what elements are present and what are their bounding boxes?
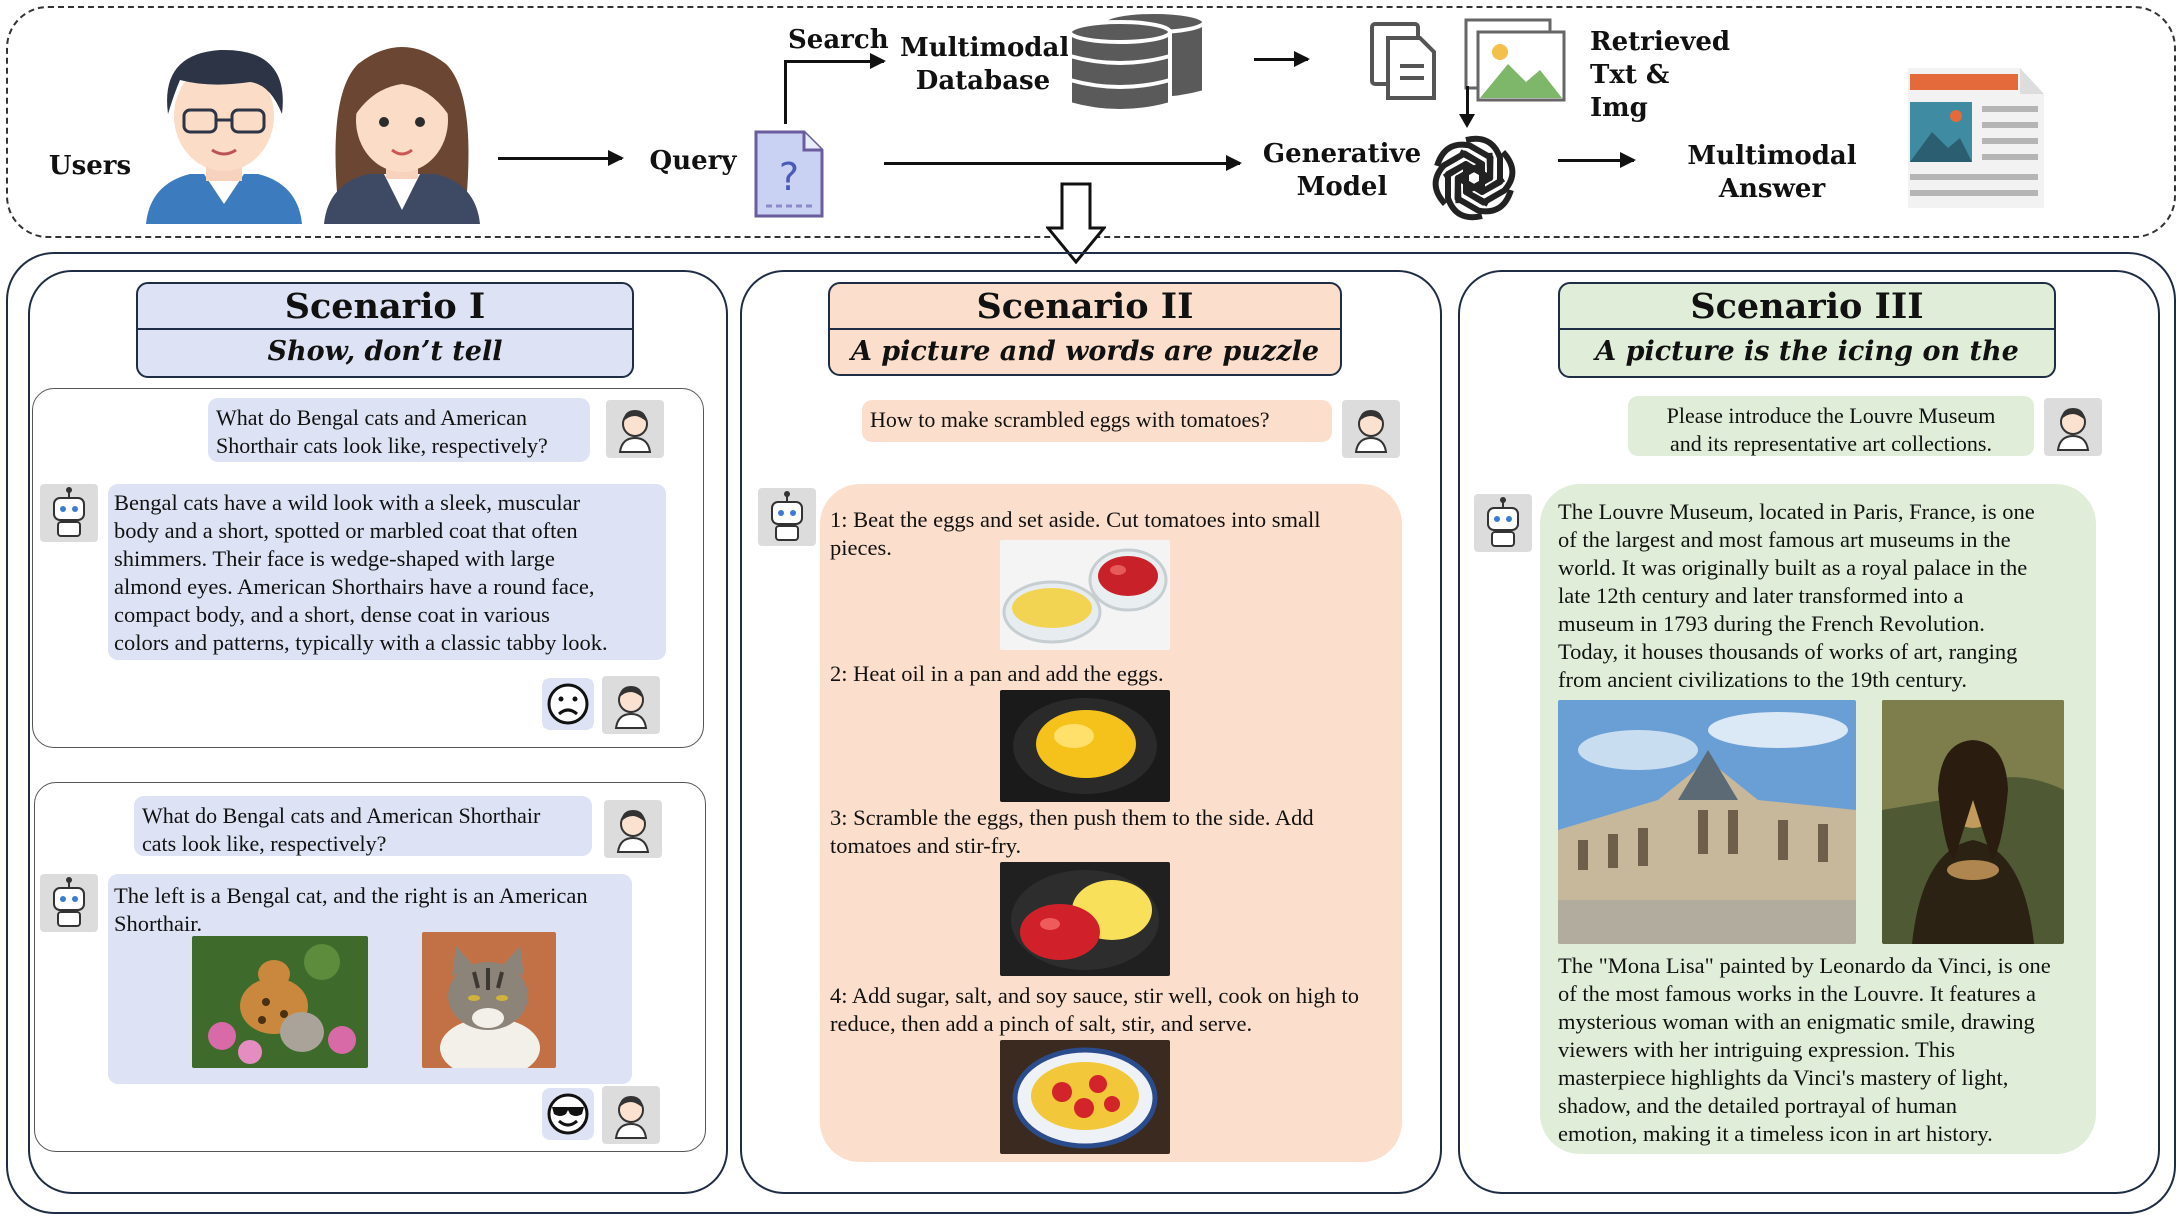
article-icon: [1902, 58, 2050, 214]
answer-label: Multimodal Answer: [1687, 141, 1857, 204]
scenario3-subtitle: A picture is the icing on the cake: [1595, 336, 2019, 367]
user-avatar: [604, 800, 662, 858]
users-label: Users: [48, 151, 132, 181]
scenario1-subtitle: Show, don’t tell: [267, 336, 503, 367]
users-to-query-arrow: [498, 150, 624, 166]
scenarios-container: [6, 252, 2176, 1214]
cool-face-icon: [542, 1088, 594, 1140]
recipe-step-3: 3: Scramble the eggs, then push them to …: [830, 805, 1314, 858]
user-avatar: [602, 1086, 660, 1144]
bengal-cat-photo: [192, 936, 368, 1068]
search-label: Search: [788, 25, 889, 55]
user-avatar-male-icon: [140, 34, 308, 224]
user-avatar-female-icon: [318, 34, 486, 224]
database-label: Multimodal Database: [900, 33, 1070, 96]
user-avatar: [602, 676, 660, 734]
robot-icon: [1474, 494, 1532, 552]
query-to-model-arrow: [884, 155, 1242, 171]
query-document-icon: ?: [752, 128, 826, 220]
scenario1-title: Scenario I: [138, 284, 632, 330]
step3-stir-fry-photo: [1000, 862, 1170, 976]
image-icon: [1464, 18, 1566, 102]
scenario3-answer-louvre: The Louvre Museum, located in Paris, Fra…: [1558, 499, 2035, 692]
openai-logo-icon: [1426, 130, 1522, 226]
sad-face-icon: [542, 678, 594, 730]
robot-icon: [40, 484, 98, 542]
scenario3-question: Please introduce the Louvre Museum and i…: [1628, 396, 2034, 456]
scenario1-question2: What do Bengal cats and American Shortha…: [134, 796, 592, 856]
recipe-step-1: 1: Beat the eggs and set aside. Cut toma…: [830, 507, 1321, 560]
pipeline-to-scenarios-arrow: [1044, 182, 1108, 265]
scenario1-answer1: Bengal cats have a wild look with a slee…: [108, 484, 666, 660]
retrieved-to-model-arrow: [1466, 86, 1469, 118]
database-icon: [1068, 10, 1206, 114]
scenario1-answer2: The left is a Bengal cat, and the right …: [114, 883, 588, 936]
scenario2-question: How to make scrambled eggs with tomatoes…: [862, 400, 1332, 442]
step1-beaten-eggs-photo: [1000, 540, 1170, 650]
scenario1-title-box: Scenario I Show, don’t tell: [136, 282, 634, 378]
retrieved-to-model-arrowhead: [1459, 114, 1475, 128]
scenario3-title-box: Scenario III A picture is the icing on t…: [1558, 282, 2056, 378]
query-label: Query: [649, 146, 737, 176]
mona-lisa-photo: [1882, 700, 2064, 944]
svg-text:?: ?: [779, 155, 799, 199]
scenario2-title: Scenario II: [830, 284, 1340, 330]
model-label: Generative Model: [1262, 139, 1422, 202]
search-branch-line: [784, 60, 787, 124]
text-document-icon: [1368, 20, 1440, 102]
louvre-museum-photo: [1558, 700, 1856, 944]
scenario3-title: Scenario III: [1560, 284, 2054, 330]
database-to-retrieved-arrow: [1254, 51, 1310, 67]
model-to-answer-arrow: [1558, 152, 1636, 168]
robot-icon: [40, 874, 98, 932]
recipe-step-4: 4: Add sugar, salt, and soy sauce, stir …: [830, 983, 1360, 1036]
robot-icon: [758, 488, 816, 546]
step2-eggs-in-pan-photo: [1000, 690, 1170, 802]
retrieved-label: Retrieved Txt & Img: [1590, 27, 1731, 123]
american-shorthair-photo: [422, 932, 556, 1068]
scenario2-subtitle: A picture and words are puzzle pieces: [850, 336, 1320, 367]
scenario2-title-box: Scenario II A picture and words are puzz…: [828, 282, 1342, 376]
user-avatar: [606, 400, 664, 458]
scenario1-question1: What do Bengal cats and American Shortha…: [208, 398, 590, 462]
recipe-step-2: 2: Heat oil in a pan and add the eggs.: [830, 661, 1164, 686]
user-avatar: [1342, 400, 1400, 458]
scenario3-answer-mona-lisa: The "Mona Lisa" painted by Leonardo da V…: [1558, 953, 2051, 1146]
step4-served-dish-photo: [1000, 1040, 1170, 1154]
search-arrow: [784, 53, 886, 69]
user-avatar: [2044, 398, 2102, 456]
